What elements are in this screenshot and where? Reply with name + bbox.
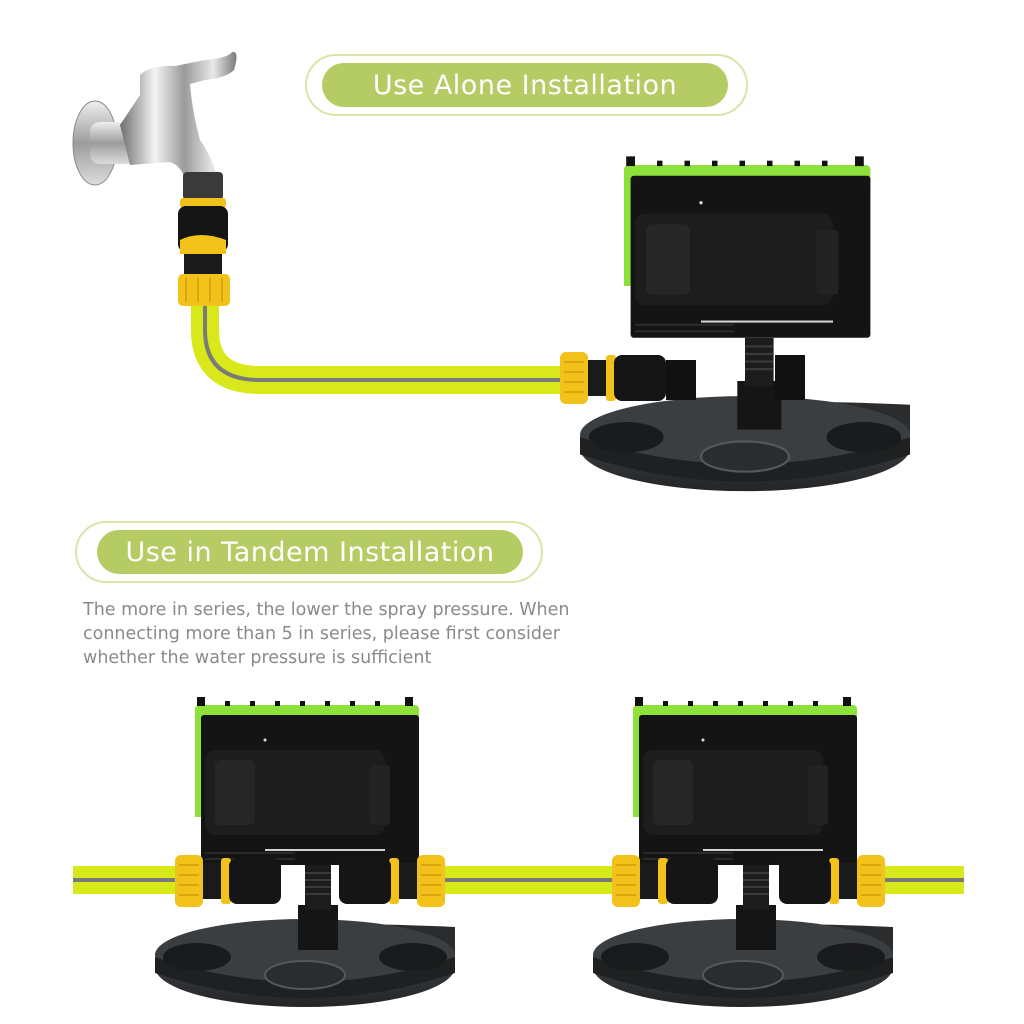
tandem-heading: Use in Tandem Installation — [97, 530, 523, 574]
alone-sprinkler-illustration — [559, 155, 912, 493]
tandem-heading-label: Use in Tandem Installation — [125, 536, 495, 568]
tandem-sprinkler-2-illustration — [592, 696, 894, 1008]
faucet-illustration — [72, 51, 237, 306]
tandem-description: The more in series, the lower the spray … — [83, 598, 643, 670]
description-line-2: connecting more than 5 in series, please… — [83, 624, 560, 644]
alone-hose — [191, 306, 565, 394]
description-line-1: The more in series, the lower the spray … — [83, 600, 570, 620]
alone-heading: Use Alone Installation — [322, 63, 728, 107]
tandem-hose — [73, 866, 964, 894]
tandem-sprinkler-1-illustration — [154, 696, 456, 1008]
alone-heading-label: Use Alone Installation — [372, 69, 678, 101]
description-line-3: whether the water pressure is sufficient — [83, 648, 432, 668]
